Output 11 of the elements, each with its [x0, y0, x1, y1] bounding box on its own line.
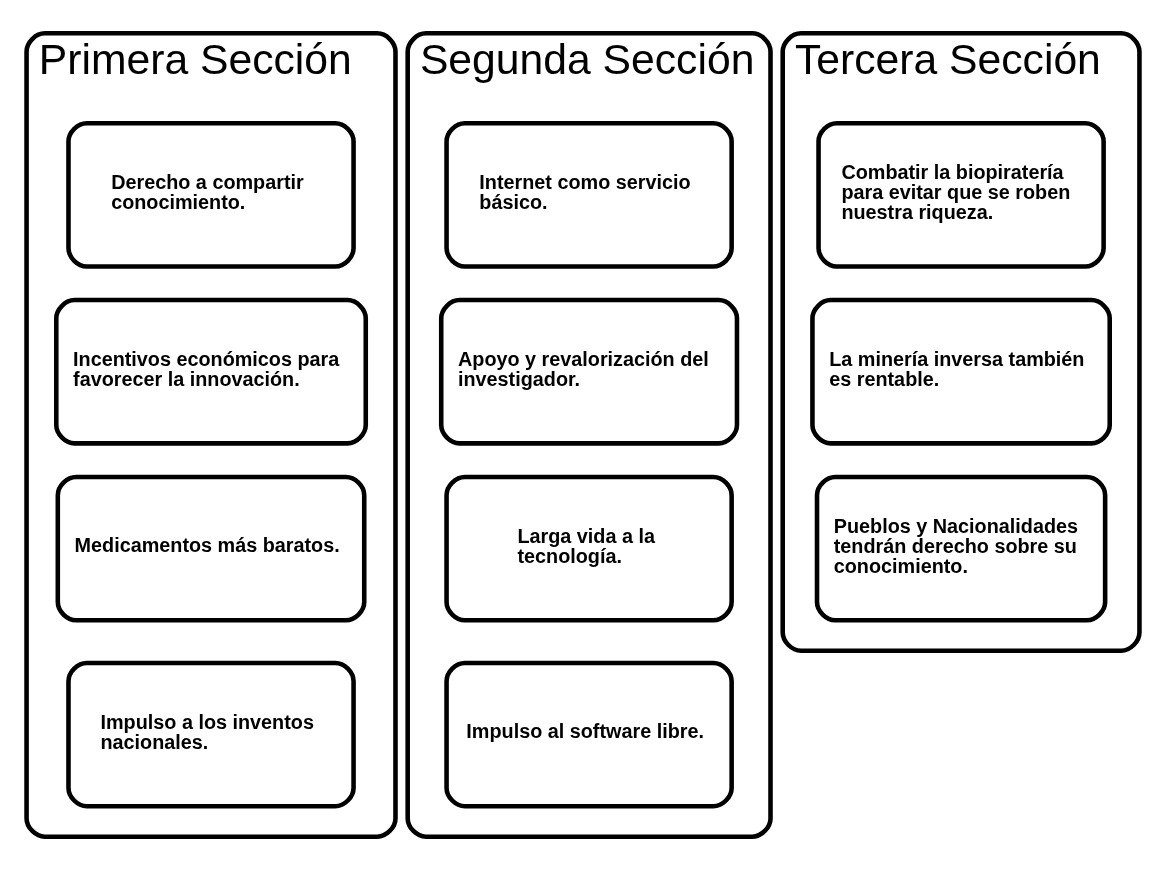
node-box: Combatir la biopiratería para evitar que se roben nuestra riqueza.: [816, 120, 1106, 269]
node-box: Medicamentos más baratos.: [55, 474, 367, 622]
node-box: Incentivos económicos para favorecer la innovación.: [54, 297, 369, 446]
node-box: Impulso al software libre.: [444, 660, 734, 808]
node-box: Internet como servicio básico.: [444, 120, 734, 269]
node-box: Pueblos y Nacionalidades tendrán derecho sobre su conocimiento.: [814, 474, 1108, 622]
node-box: Apoyo y revalorización del investigador.: [438, 297, 740, 446]
node-box: Derecho a compartir conocimiento.: [66, 120, 356, 269]
node-box: La minería inversa también es rentable.: [810, 297, 1112, 446]
node-box: Impulso a los inventos nacionales.: [66, 660, 356, 808]
node-box: Larga vida a la tecnología.: [444, 474, 734, 622]
